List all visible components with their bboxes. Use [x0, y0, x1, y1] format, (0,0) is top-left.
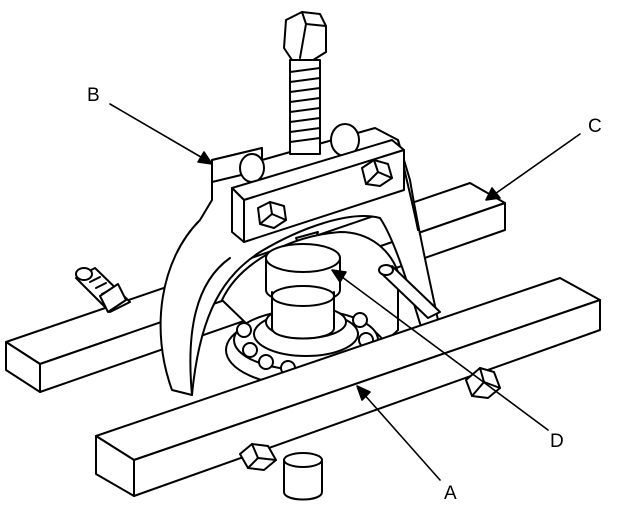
rear-bar-side-bolt	[75, 267, 131, 313]
leader-d	[331, 269, 549, 431]
callout-label-b: B	[87, 85, 100, 106]
forcing-screw	[283, 11, 327, 155]
shaft	[265, 243, 341, 340]
beam-nut-right	[361, 159, 393, 187]
beam-nut-left	[257, 201, 287, 229]
callout-label-d: D	[550, 431, 564, 452]
leader-b	[109, 103, 213, 165]
shaft-bottom-stub	[283, 452, 323, 501]
side-rod	[378, 264, 441, 319]
callout-label-c: C	[588, 116, 602, 137]
leader-a	[356, 385, 441, 481]
leader-c	[485, 133, 581, 201]
front-bar-nut-left	[239, 443, 277, 471]
callout-label-a: A	[444, 483, 457, 504]
